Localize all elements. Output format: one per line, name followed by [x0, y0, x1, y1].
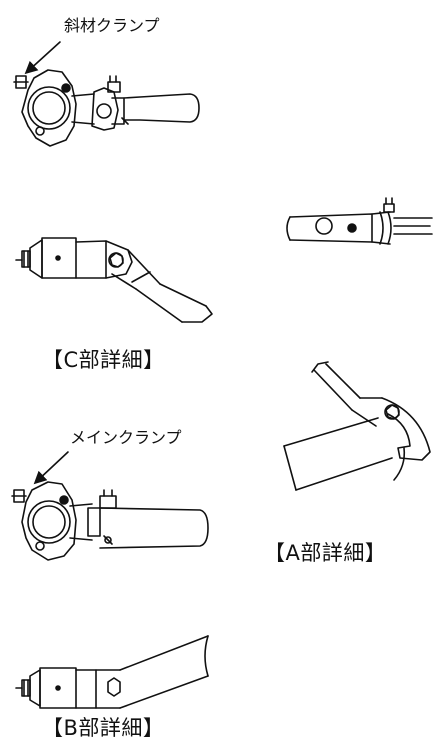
main-clamp-drawing	[11, 481, 209, 561]
detail-a-caption: 【A部詳細】	[264, 541, 387, 565]
diagonal-clamp-drawing	[13, 69, 200, 147]
fitting-top-right-drawing	[286, 197, 433, 245]
diagonal-clamp-label: 斜材クランプ	[64, 16, 160, 35]
detail-c-drawing	[15, 237, 213, 323]
detail-b-drawing	[15, 635, 209, 709]
main-clamp-leader-arrow	[33, 451, 69, 485]
detail-a-drawing	[283, 361, 431, 491]
main-clamp-label: メインクランプ	[70, 428, 182, 447]
detail-b-caption: 【B部詳細】	[42, 716, 165, 740]
detail-c-caption: 【C部詳細】	[42, 348, 165, 372]
diagonal-clamp-leader-arrow	[24, 41, 61, 75]
